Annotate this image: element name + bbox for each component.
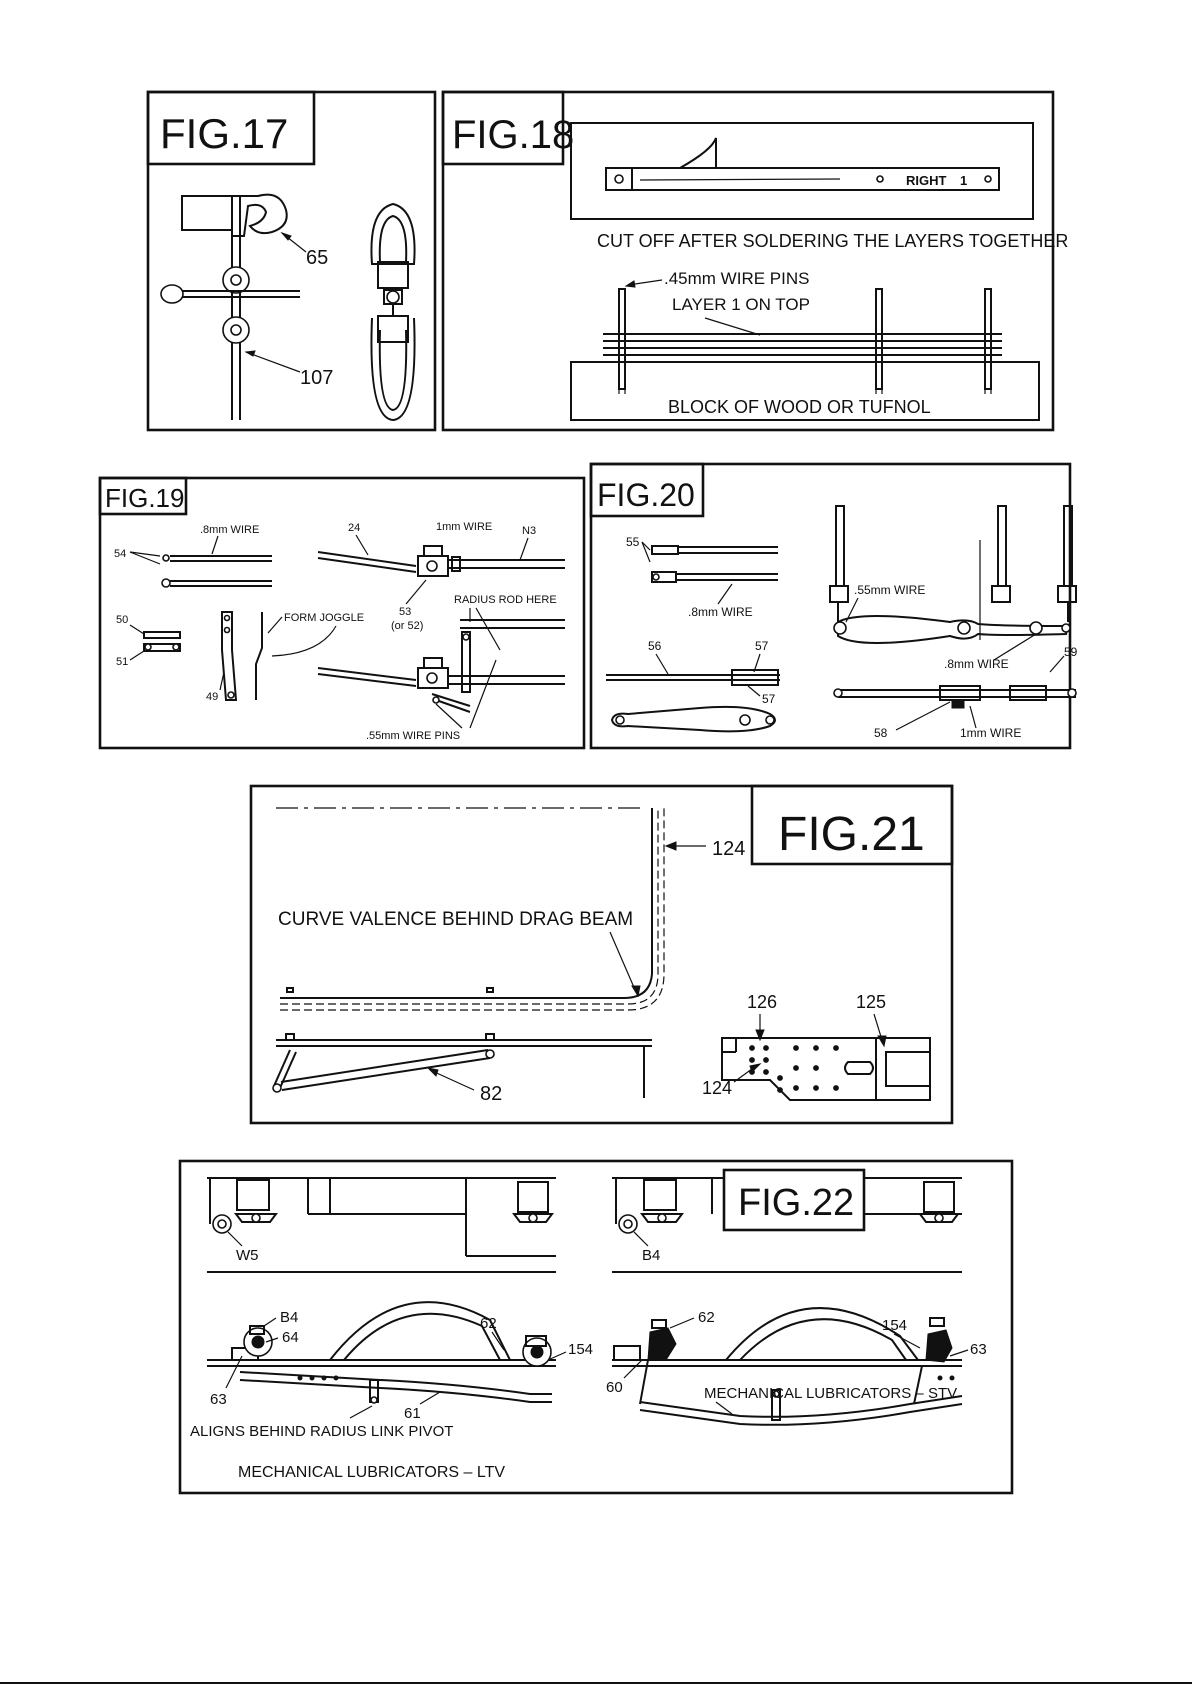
fig21-panel: FIG.21 124 CURVE VALENCE BEHIND DRAG BEA… <box>249 784 954 1125</box>
fig19-title: FIG.19 <box>105 483 184 513</box>
fig22-ltv-label-b4: B4 <box>280 1309 298 1326</box>
fig20-title: FIG.20 <box>597 477 695 513</box>
fig21-label-125: 125 <box>856 992 886 1012</box>
fig19-label-form-joggle: FORM JOGGLE <box>284 612 364 624</box>
fig20-panel: FIG.20 55 .8mm WIRE 56 57 57 <box>589 462 1078 750</box>
fig19-label-24: 24 <box>348 522 360 534</box>
fig20-label-59: 59 <box>1064 645 1078 659</box>
fig19-label-1mm-wire: 1mm WIRE <box>436 521 492 533</box>
fig22-ltv-lubricator-view: B4 64 62 154 63 61 ALIGNS BEHIND RADIUS … <box>190 1301 593 1481</box>
fig22-stv-lubricator-view: 62 154 63 60 MECHANICAL LUBRICATORS – ST… <box>606 1307 987 1426</box>
fig20-label-58: 58 <box>874 726 888 740</box>
fig22-ltv-label-62: 62 <box>480 1315 497 1332</box>
fig20-label-57-a: 57 <box>755 639 769 653</box>
fig17-label-65: 65 <box>306 247 328 269</box>
fig22-title: FIG.22 <box>738 1182 854 1224</box>
fig19-label-n3: N3 <box>522 525 536 537</box>
fig19-label-51: 51 <box>116 656 128 668</box>
fig18-label-1: 1 <box>960 173 967 188</box>
fig22-ltv-caption: MECHANICAL LUBRICATORS – LTV <box>238 1464 505 1481</box>
fig19-label-55mm-wire-pins: .55mm WIRE PINS <box>366 730 460 742</box>
fig19-label-50: 50 <box>116 614 128 626</box>
fig20-label-55: 55 <box>626 535 640 549</box>
fig18-layer-label: LAYER 1 ON TOP <box>672 295 810 314</box>
fig22-stv-label-63: 60 <box>606 1379 623 1396</box>
fig22-stv-label-154: 63 <box>970 1341 987 1358</box>
fig18-label-right: RIGHT <box>906 173 947 188</box>
fig17-panel: FIG.17 65 107 <box>146 90 437 432</box>
fig20-label-8mm-wire-1: .8mm WIRE <box>688 605 753 619</box>
fig22-ltv-label-154: 154 <box>568 1341 593 1358</box>
fig20-label-56: 56 <box>648 639 662 653</box>
fig22-ltv-label-61: 61 <box>404 1405 421 1422</box>
fig21-label-124-top: 124 <box>712 838 745 860</box>
fig18-panel: FIG.18 RIGHT 1 CUT OFF AFTER SOLDERING T… <box>441 90 1068 432</box>
fig19-panel: FIG.19 .8mm WIRE 54 50 51 49 FORM JOGGLE <box>98 476 586 750</box>
fig22-ltv-label-64: 64 <box>282 1329 299 1346</box>
fig20-label-57-b: 57 <box>762 692 776 706</box>
fig18-layer-stack <box>603 333 1002 363</box>
fig21-rivets <box>749 1045 839 1093</box>
fig22-stv-label-60: MECHANICAL LUBRICATORS – STV <box>704 1385 957 1402</box>
fig19-label-or-52: (or 52) <box>391 620 423 632</box>
fig21-label-126: 126 <box>747 992 777 1012</box>
fig17-label-107: 107 <box>300 367 333 389</box>
fig22-stv-label-w5: B4 <box>642 1247 660 1264</box>
fig19-label-53: 53 <box>399 606 411 618</box>
fig19-label-radius-rod: RADIUS ROD HERE <box>454 594 557 606</box>
fig21-title: FIG.21 <box>778 808 925 861</box>
fig22-panel: FIG.22 W5 B4 <box>178 1159 1014 1495</box>
fig18-cut-off-note: CUT OFF AFTER SOLDERING THE LAYERS TOGET… <box>597 231 1068 251</box>
fig18-title: FIG.18 <box>452 113 574 157</box>
fig21-label-82: 82 <box>480 1083 502 1105</box>
fig22-stv-label-62: 154 <box>882 1317 907 1334</box>
fig19-label-54: 54 <box>114 548 126 560</box>
fig17-title: FIG.17 <box>160 110 288 157</box>
fig20-label-55mm-wire: .55mm WIRE <box>854 583 925 597</box>
fig22-ltv-label-63: 63 <box>210 1391 227 1408</box>
fig21-curve-valence-note: CURVE VALENCE BEHIND DRAG BEAM <box>278 909 633 930</box>
fig20-label-8mm-wire-2: .8mm WIRE <box>944 657 1009 671</box>
fig18-block-label: BLOCK OF WOOD OR TUFNOL <box>668 397 931 417</box>
fig22-stv-label-b4: 62 <box>698 1309 715 1326</box>
fig19-label-49: 49 <box>206 691 218 703</box>
fig20-label-1mm-wire: 1mm WIRE <box>960 726 1021 740</box>
fig22-ltv-aligns-note: ALIGNS BEHIND RADIUS LINK PIVOT <box>190 1423 453 1440</box>
fig18-wire-pins-label: .45mm WIRE PINS <box>664 269 809 288</box>
fig22-ltv-label-w5: W5 <box>236 1247 259 1264</box>
fig21-label-124-bottom: 124 <box>702 1078 732 1098</box>
fig19-label-8mm-wire: .8mm WIRE <box>200 524 259 536</box>
